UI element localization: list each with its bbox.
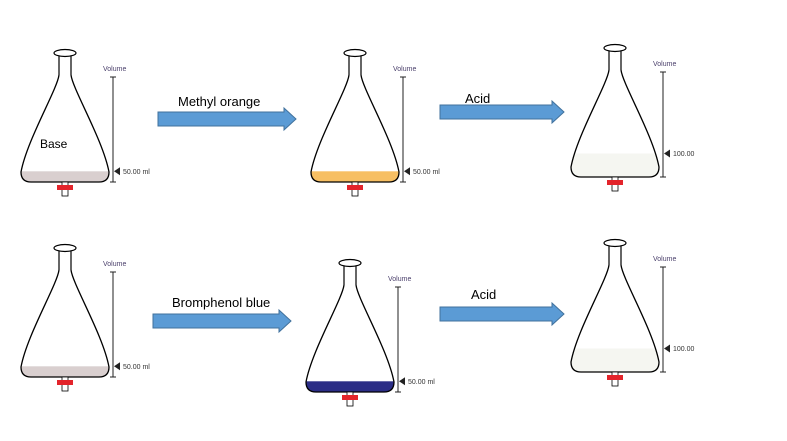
volume-scale: Volume 50.00 ml [393,66,440,183]
flask-stopper [53,243,77,253]
flask-liquid [21,171,109,182]
stopcock-valve [342,395,358,400]
flask-liquid [306,381,394,392]
stopcock-valve [347,185,363,190]
flask-stopper [53,48,77,58]
flask-body [20,74,110,183]
flask-body [310,74,400,183]
volume-scale: Volume 100.00 [653,256,695,373]
scale-title: Volume [653,256,676,263]
arrow-shape [439,301,565,327]
flask-liquid [571,153,659,177]
flask-liquid [21,366,109,377]
stopcock-valve [57,185,73,190]
flask-stopper [338,258,362,268]
volume-reading: 100.00 [673,346,695,353]
volume-reading: 50.00 ml [123,364,150,371]
flask: Volume 50.00 ml [305,258,435,407]
volume-scale: Volume 50.00 ml [103,261,150,378]
arrow-shape [439,99,565,125]
process-arrow: Methyl orange [157,94,297,132]
flask: Volume 50.00 ml [310,48,440,197]
volume-scale: Volume 100.00 [653,61,695,178]
flask-stopper [603,43,627,53]
flask-liquid [311,171,399,182]
volume-scale: Volume 50.00 ml [103,66,150,183]
flask-content-label: Base [40,137,68,151]
stopcock-valve [607,375,623,380]
reagent-label: Acid [465,91,490,106]
scale-title: Volume [393,66,416,73]
flask-body [20,269,110,378]
arrow-shape [157,106,297,132]
stopcock-valve [57,380,73,385]
reagent-label: Methyl orange [178,94,260,109]
reagent-label: Bromphenol blue [172,295,270,310]
reading-pointer [404,167,410,176]
reagent-label: Acid [471,287,496,302]
volume-reading: 50.00 ml [413,169,440,176]
flask-stopper [343,48,367,58]
flask: Volume 100.00 [570,238,695,387]
volume-reading: 50.00 ml [123,169,150,176]
flask: Volume 100.00 [570,43,695,192]
scale-title: Volume [388,276,411,283]
reading-pointer [664,149,670,158]
flask-liquid [571,348,659,372]
volume-reading: 100.00 [673,151,695,158]
process-arrow: Acid [439,287,565,327]
reading-pointer [399,377,405,386]
scale-title: Volume [103,66,126,73]
scale-title: Volume [653,61,676,68]
scale-title: Volume [103,261,126,268]
volume-scale: Volume 50.00 ml [388,276,435,393]
arrow-shape [152,308,292,334]
process-arrow: Acid [439,91,565,125]
flask-body [305,284,395,393]
reading-pointer [114,167,120,176]
flask-stopper [603,238,627,248]
reading-pointer [664,344,670,353]
process-arrow: Bromphenol blue [152,295,292,334]
stopcock-valve [607,180,623,185]
flask: Volume 50.00 ml Base [20,48,150,197]
volume-reading: 50.00 ml [408,379,435,386]
flask: Volume 50.00 ml [20,243,150,392]
reading-pointer [114,362,120,371]
